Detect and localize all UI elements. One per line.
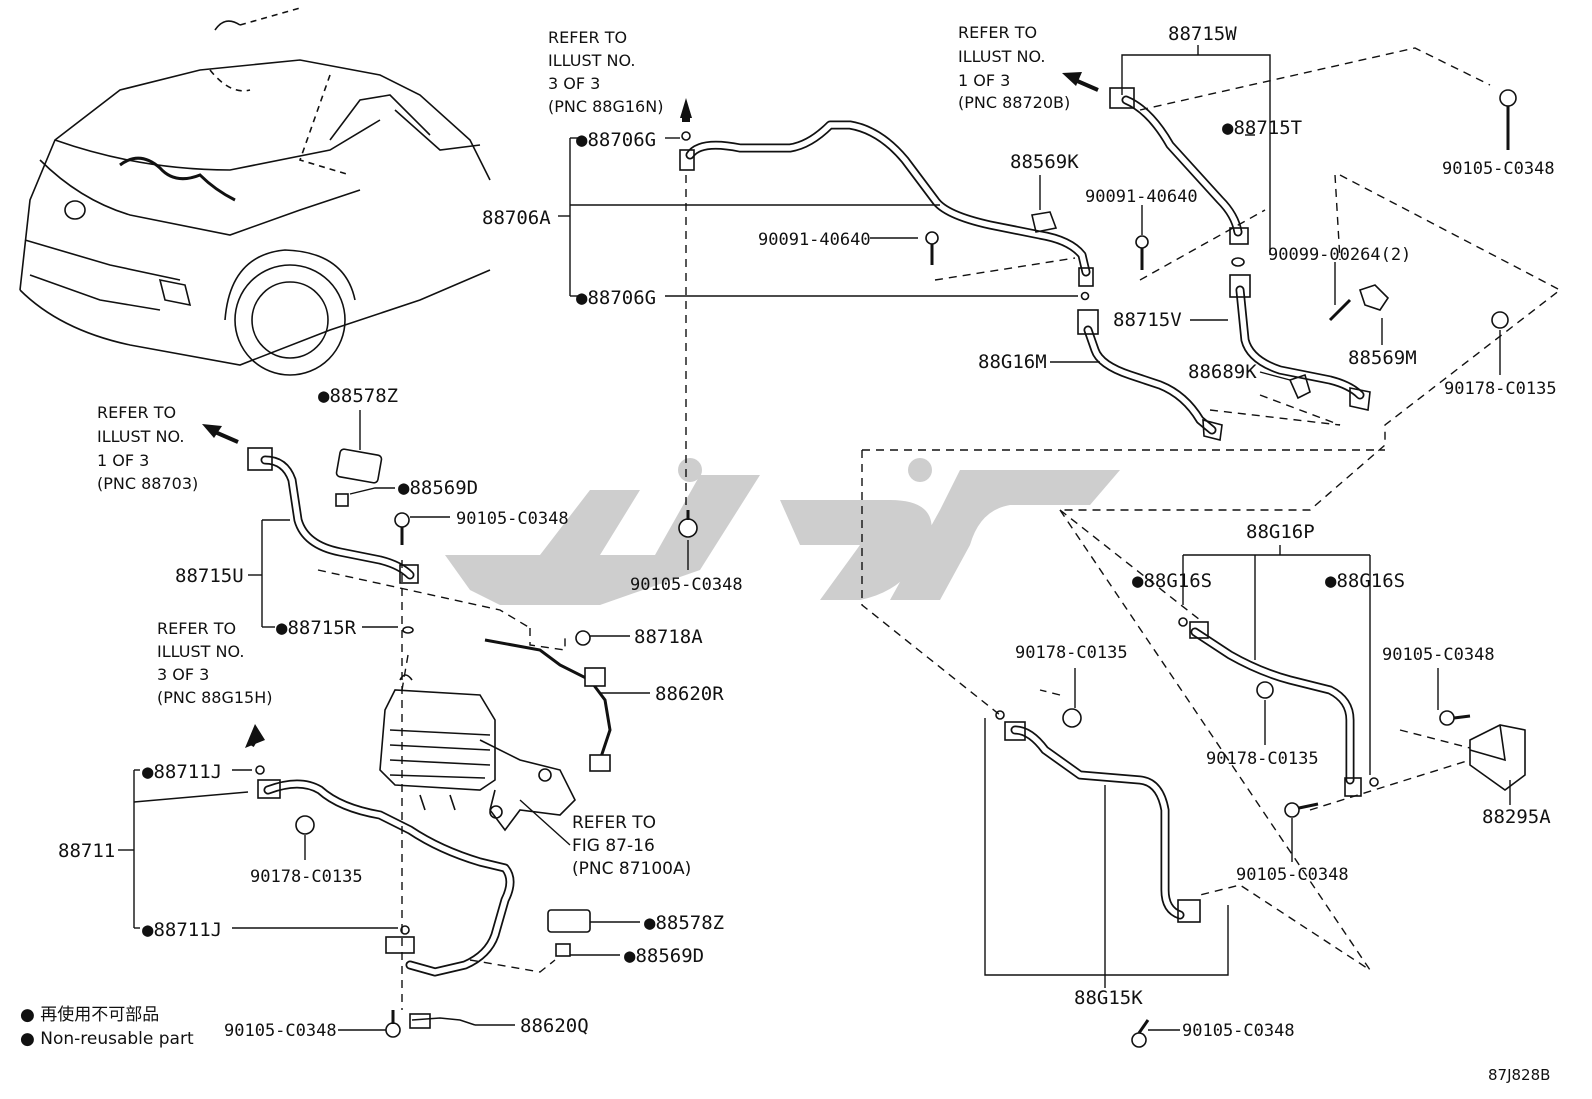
svg-text:(PNC 88G15H): (PNC 88G15H) (157, 688, 273, 707)
label-90105-r2[interactable]: 90105-C0348 (1236, 865, 1349, 885)
ref-note-left-upper: REFER TO ILLUST NO. 1 OF 3 (PNC 88703) (97, 403, 198, 493)
label-88711J-bot[interactable]: ●88711J (142, 919, 222, 941)
hose-88711 (255, 765, 591, 1029)
label-88706G-bot[interactable]: ●88706G (576, 287, 656, 309)
ref-note-top-center: REFER TO ILLUST NO. 3 OF 3 (PNC 88G16N) (548, 28, 663, 116)
oil-cooler-assembly (379, 674, 576, 832)
label-88569K[interactable]: 88569K (1010, 151, 1079, 173)
label-88711J-top[interactable]: ●88711J (142, 761, 222, 783)
label-88578Z-top[interactable]: ●88578Z (318, 385, 398, 407)
label-88706A[interactable]: 88706A (482, 207, 551, 229)
svg-text:ILLUST NO.: ILLUST NO. (97, 427, 184, 446)
pipe-88G16M (1077, 309, 1223, 441)
label-90091-r[interactable]: 90091-40640 (1085, 187, 1198, 207)
label-88620R[interactable]: 88620R (655, 683, 724, 705)
label-88569D-bot[interactable]: ●88569D (624, 945, 704, 967)
svg-text:ILLUST NO.: ILLUST NO. (548, 51, 635, 70)
bracket-88295A (1469, 724, 1526, 791)
arrow-up-icon (245, 724, 265, 748)
watermark-logo (445, 458, 1120, 605)
ref-note-top-right: REFER TO ILLUST NO. 1 OF 3 (PNC 88720B) (958, 23, 1070, 112)
hose-88G15K (995, 710, 1201, 923)
phantom-lines (317, 47, 1562, 1010)
label-90178-tr[interactable]: 90178-C0135 (1444, 379, 1557, 399)
svg-text:ILLUST NO.: ILLUST NO. (157, 642, 244, 661)
label-88706G-top[interactable]: ●88706G (576, 129, 656, 151)
wire-88620R (484, 638, 612, 772)
svg-text:1 OF 3: 1 OF 3 (97, 451, 149, 470)
legend-en: ● Non-reusable part (20, 1029, 194, 1049)
label-90178-m2[interactable]: 90178-C0135 (1206, 749, 1319, 769)
svg-text:REFER TO: REFER TO (97, 403, 176, 422)
label-90091-c[interactable]: 90091-40640 (758, 230, 871, 250)
label-88689K[interactable]: 88689K (1188, 361, 1257, 383)
diagram-code: 87J828B (1488, 1066, 1550, 1084)
arrow-upleft-icon (202, 424, 222, 438)
pipe-88G16P (1178, 617, 1379, 797)
label-90178-m[interactable]: 90178-C0135 (1015, 643, 1128, 663)
leader-lines (118, 45, 1511, 1031)
label-88711[interactable]: 88711 (58, 840, 115, 862)
label-90105-b[interactable]: 90105-C0348 (1182, 1021, 1295, 1041)
hose-88715V (1229, 274, 1390, 411)
label-88578Z-bot[interactable]: ●88578Z (644, 912, 724, 934)
part-labels: 88715W ●88715T 90105-C0348 90091-40640 9… (58, 23, 1557, 1041)
label-90178-l[interactable]: 90178-C0135 (250, 867, 363, 887)
svg-text:(PNC 88G16N): (PNC 88G16N) (548, 97, 663, 116)
label-88G16M[interactable]: 88G16M (978, 351, 1047, 373)
label-88715W[interactable]: 88715W (1168, 23, 1237, 45)
label-88569D-top[interactable]: ●88569D (398, 477, 478, 499)
label-88G16P[interactable]: 88G16P (1246, 521, 1315, 543)
arrow-icons (202, 72, 1099, 748)
svg-text:REFER TO: REFER TO (958, 23, 1037, 42)
svg-text:(PNC 88703): (PNC 88703) (97, 474, 198, 493)
label-90105-r[interactable]: 90105-C0348 (1382, 645, 1495, 665)
legend: ● 再使用不可部品 ● Non-reusable part (20, 1004, 194, 1049)
svg-text:(PNC 87100A): (PNC 87100A) (572, 859, 691, 879)
svg-text:REFER TO: REFER TO (572, 813, 656, 833)
label-88718A[interactable]: 88718A (634, 626, 703, 648)
ref-note-left-lower: REFER TO ILLUST NO. 3 OF 3 (PNC 88G15H) (157, 619, 273, 707)
svg-text:3 OF 3: 3 OF 3 (548, 74, 600, 93)
svg-text:ILLUST NO.: ILLUST NO. (958, 47, 1045, 66)
svg-text:REFER TO: REFER TO (548, 28, 627, 47)
label-88G16S-l[interactable]: ●88G16S (1132, 570, 1212, 592)
label-88620Q[interactable]: 88620Q (520, 1015, 589, 1037)
label-88G15K[interactable]: 88G15K (1074, 987, 1143, 1009)
arrow-up-icon (680, 98, 692, 122)
svg-text:1 OF 3: 1 OF 3 (958, 71, 1010, 90)
label-88715R[interactable]: ●88715R (276, 617, 357, 639)
ref-note-fig: REFER TO FIG 87-16 (PNC 87100A) (572, 813, 691, 879)
label-88715T[interactable]: ●88715T (1222, 117, 1302, 139)
vehicle-illustration (19, 7, 491, 376)
pipe-88706A (679, 120, 1094, 301)
svg-text:(PNC 88720B): (PNC 88720B) (958, 93, 1070, 112)
label-88715V[interactable]: 88715V (1113, 309, 1182, 331)
hose-88715U (247, 447, 419, 634)
bolt-icons (295, 89, 1517, 1048)
hose-88715W (1109, 87, 1249, 267)
label-90099[interactable]: 90099-00264(2) (1268, 245, 1411, 265)
label-90105-tr[interactable]: 90105-C0348 (1442, 159, 1555, 179)
label-88G16S-r[interactable]: ●88G16S (1325, 570, 1405, 592)
svg-text:3 OF 3: 3 OF 3 (157, 665, 209, 684)
label-88715U[interactable]: 88715U (175, 565, 244, 587)
label-88569M[interactable]: 88569M (1348, 347, 1417, 369)
legend-jp: ● 再使用不可部品 (20, 1004, 159, 1025)
label-90105-bl[interactable]: 90105-C0348 (224, 1021, 337, 1041)
svg-text:FIG 87-16: FIG 87-16 (572, 836, 655, 856)
label-88295A[interactable]: 88295A (1482, 806, 1551, 828)
label-90105-l[interactable]: 90105-C0348 (456, 509, 569, 529)
svg-text:REFER TO: REFER TO (157, 619, 236, 638)
label-90105-c[interactable]: 90105-C0348 (630, 575, 743, 595)
